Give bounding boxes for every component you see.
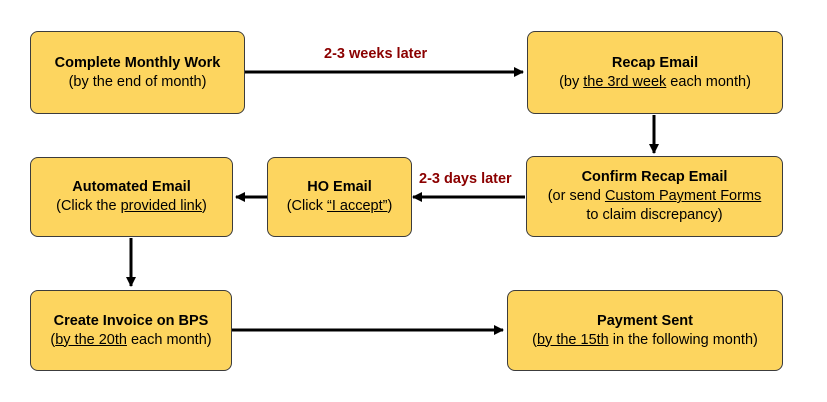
provided-link[interactable]: provided link (120, 198, 203, 214)
subtitle-text: ( (532, 331, 537, 348)
node-subtitle: (Click “I accept”) (287, 197, 393, 216)
custom-payment-forms-link[interactable]: Custom Payment Forms (604, 188, 762, 204)
subtitle-text: in the following month) (608, 331, 758, 348)
underlined-deadline: by the 15th (536, 331, 609, 348)
subtitle-text: each month) (666, 73, 751, 90)
subtitle-text: (by (559, 73, 584, 90)
node-subtitle: (by the 15th in the following month) (532, 331, 758, 350)
underlined-deadline: the 3rd week (583, 73, 667, 90)
node-subtitle: (by the end of month) (68, 73, 207, 90)
subtitle-text: ( (50, 331, 56, 348)
node-create-invoice: Create Invoice on BPS (by the 20th each … (30, 290, 232, 371)
node-title: Automated Email (72, 179, 191, 195)
node-title: Complete Monthly Work (54, 54, 221, 71)
node-confirm-recap-email: Confirm Recap Email (or send Custom Paym… (526, 156, 783, 237)
node-automated-email: Automated Email (Click the provided link… (30, 157, 233, 237)
node-title: Create Invoice on BPS (53, 312, 209, 329)
node-subtitle: (by the 3rd week each month) (559, 73, 751, 92)
subtitle-text: ) (202, 198, 207, 214)
node-subtitle-line2: to claim discrepancy) (586, 207, 723, 223)
node-subtitle: (Click the provided link) (56, 197, 207, 216)
node-recap-email: Recap Email (by the 3rd week each month) (527, 31, 783, 114)
node-title: Recap Email (611, 54, 699, 71)
subtitle-text: (or send (547, 188, 605, 204)
node-title: Payment Sent (597, 312, 693, 329)
node-title: HO Email (307, 179, 372, 195)
node-payment-sent: Payment Sent (by the 15th in the followi… (507, 290, 783, 371)
subtitle-text: each month) (126, 331, 212, 348)
node-complete-monthly-work: Complete Monthly Work (by the end of mon… (30, 31, 245, 114)
subtitle-text: (Click (286, 198, 327, 214)
underlined-deadline: by the 20th (55, 331, 127, 348)
node-title: Confirm Recap Email (581, 169, 728, 185)
edge-label-days: 2-3 days later (419, 171, 512, 187)
node-subtitle: (or send Custom Payment Forms (548, 187, 762, 206)
subtitle-text: ) (387, 198, 393, 214)
edge-label-weeks: 2-3 weeks later (324, 46, 428, 62)
node-ho-email: HO Email (Click “I accept”) (267, 157, 412, 237)
subtitle-text: (Click the (56, 198, 121, 214)
node-subtitle: (by the 20th each month) (50, 331, 211, 350)
i-accept-link[interactable]: “I accept” (327, 198, 388, 214)
